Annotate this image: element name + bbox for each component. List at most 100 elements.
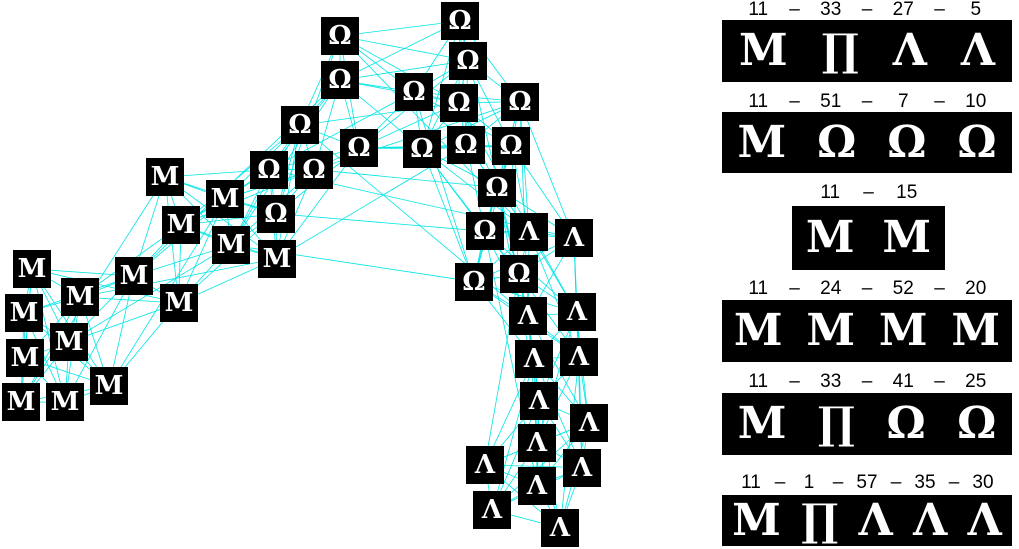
graph-edge (519, 101, 530, 232)
graph-edge (339, 35, 468, 62)
path-node-id: 11 (748, 278, 769, 299)
omega-shape-image: Ω (957, 398, 997, 449)
omega-shape-image: Ω (887, 116, 927, 168)
graph-node-omega-shape: Ω (478, 169, 516, 207)
path-node-id: 11 (748, 0, 769, 20)
path-node-id: 35 (914, 472, 936, 493)
path-dash: – (934, 0, 945, 20)
m-shape-image: M (951, 305, 1001, 356)
graph-node-omega-shape: Ω (501, 83, 539, 121)
graph-edge (421, 148, 520, 275)
path-node-id: 10 (965, 91, 987, 112)
graph-node-omega-shape: Ω (440, 84, 478, 122)
m-shape-image: M (733, 305, 783, 356)
path-node-id: 27 (892, 0, 914, 20)
lambda-shape-image: Λ (913, 494, 948, 546)
path-dash: – (934, 91, 945, 112)
graph-node-lambda-shape: Λ (509, 297, 547, 335)
path-dash: – (861, 278, 873, 299)
graph-edge (339, 60, 468, 81)
graph-node-m-shape: M (115, 257, 153, 295)
omega-shape-image: Ω (817, 116, 857, 168)
graph-node-m-shape: M (212, 226, 250, 264)
path-dash: – (861, 371, 873, 392)
path-dash: – (832, 472, 844, 493)
graph-node-omega-shape: Ω (492, 127, 530, 165)
graph-node-lambda-shape: Λ (515, 340, 553, 378)
path-node-id: 24 (820, 278, 842, 299)
graph-edge (538, 401, 561, 529)
graph-node-m-shape: M (2, 383, 40, 421)
path-node-id: 33 (820, 0, 842, 20)
graph-node-omega-shape: Ω (295, 151, 333, 189)
path-node-id: 30 (972, 472, 994, 493)
path-dash: – (789, 91, 800, 112)
path-dash: – (861, 91, 873, 112)
graph-node-omega-shape: Ω (500, 255, 538, 293)
path-node-id: 11 (820, 182, 841, 203)
graph-node-omega-shape: Ω (281, 106, 319, 144)
graph-node-lambda-shape: Λ (518, 424, 556, 462)
m-shape-image: M (738, 25, 788, 76)
path-dash: – (948, 472, 960, 493)
graph-node-omega-shape: Ω (257, 195, 295, 233)
path-dash: – (789, 278, 800, 299)
path-dash: – (789, 0, 800, 20)
graph-node-omega-shape: Ω (250, 151, 288, 189)
lambda-shape-image: Λ (960, 25, 995, 76)
graph-edge (181, 169, 315, 226)
m-shape-image: M (806, 305, 856, 356)
graph-node-m-shape: M (206, 180, 244, 218)
m-shape-image: M (805, 212, 855, 263)
graph-node-lambda-shape: Λ (510, 213, 548, 251)
graph-edge (413, 91, 475, 282)
graph-node-m-shape: M (13, 250, 51, 288)
path-node-id: 1 (803, 472, 815, 493)
graph-node-m-shape: M (162, 206, 200, 244)
omega-shape-image: Ω (957, 116, 997, 168)
graph-edge (31, 268, 179, 304)
graph-edge (314, 169, 498, 188)
graph-edge (421, 148, 475, 282)
graph-edge (559, 356, 580, 529)
graph-node-lambda-shape: Λ (563, 449, 601, 487)
graph-node-m-shape: M (90, 367, 128, 405)
path-node-id: 41 (892, 371, 914, 392)
path-node-id: 11 (748, 371, 769, 392)
graph-node-omega-shape: Ω (441, 2, 479, 40)
path-dash: – (934, 371, 945, 392)
path-node-id: 11 (748, 91, 769, 112)
path-dash: – (934, 278, 945, 299)
graph-edge (519, 101, 575, 239)
graph-node-m-shape: M (6, 339, 44, 377)
graph-node-omega-shape: Ω (447, 126, 485, 164)
graph-node-lambda-shape: Λ (518, 467, 556, 505)
arch-shape-image: ∏ (801, 494, 839, 546)
path-node-id: 7 (897, 91, 909, 112)
graph-node-lambda-shape: Λ (473, 491, 511, 529)
path-node-id: 57 (856, 472, 878, 493)
graph-node-m-shape: M (258, 240, 296, 278)
graph-node-omega-shape: Ω (403, 130, 441, 168)
path-dash: – (774, 472, 786, 493)
graph-edge (31, 268, 66, 403)
graph-node-lambda-shape: Λ (520, 382, 558, 420)
graph-node-m-shape: M (160, 284, 198, 322)
graph-node-omega-shape: Ω (321, 17, 359, 55)
graph-node-lambda-shape: Λ (555, 219, 593, 257)
graph-node-omega-shape: Ω (395, 73, 433, 111)
graph-node-lambda-shape: Λ (570, 404, 608, 442)
graph-edge (528, 231, 580, 358)
graph-edge (339, 20, 461, 81)
path-node-id: 20 (965, 278, 987, 299)
graph-node-lambda-shape: Λ (560, 338, 598, 376)
path-node-id: 15 (896, 182, 918, 203)
path-node-id: 11 (741, 472, 761, 493)
graph-edge (536, 312, 577, 444)
omega-shape-image: Ω (886, 398, 926, 449)
m-shape-image: M (737, 398, 787, 449)
